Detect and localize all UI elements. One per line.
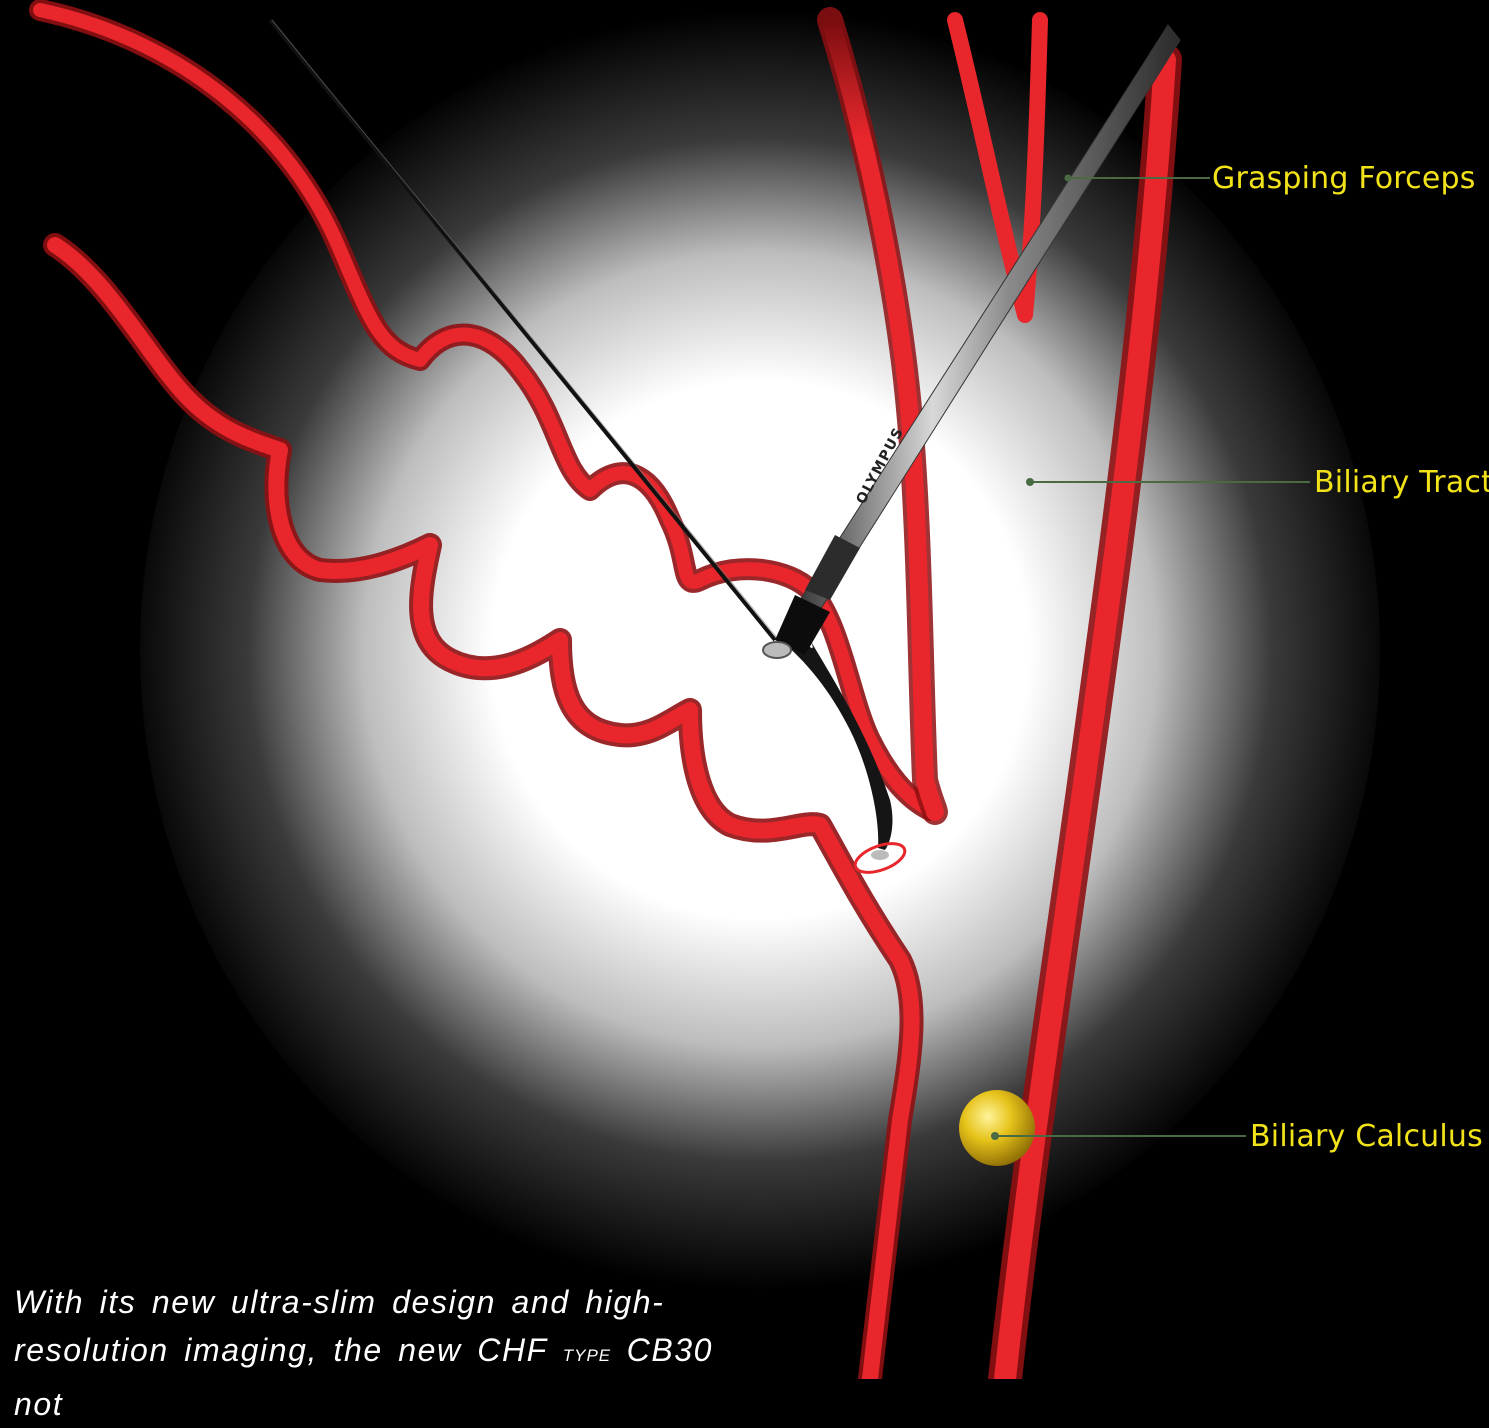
leader-dot-tract [1026, 478, 1034, 486]
label-biliary-tract: Biliary Tract [1314, 468, 1489, 498]
label-grasping-forceps: Grasping Forceps [1212, 164, 1476, 194]
leader-dot-forceps [1065, 175, 1072, 182]
scope-ring [763, 642, 791, 658]
label-biliary-calculus: Biliary Calculus [1250, 1122, 1483, 1152]
cholangioscopy-illustration: OLYMPUS [0, 0, 1489, 1379]
caption-type-word: TYPE [563, 1346, 611, 1365]
scope-distal-tip [871, 850, 889, 860]
caption: With its new ultra-slim design and high-… [14, 1278, 734, 1428]
biliary-calculus-stone [959, 1090, 1035, 1166]
leader-dot-calculus [991, 1132, 999, 1140]
